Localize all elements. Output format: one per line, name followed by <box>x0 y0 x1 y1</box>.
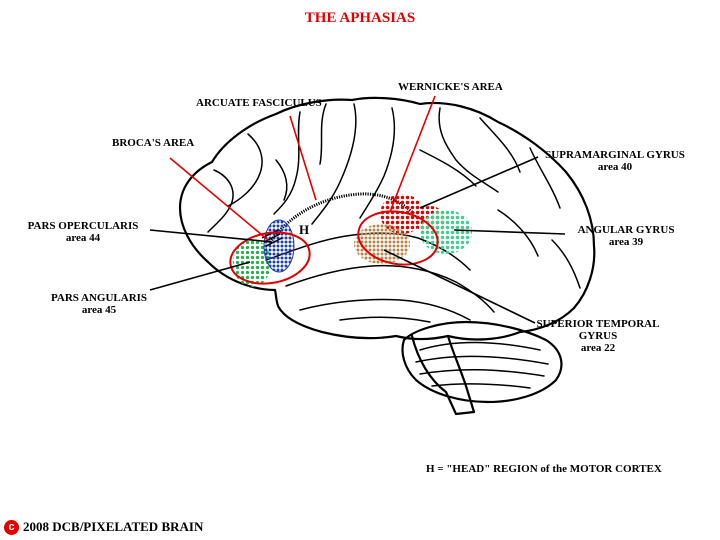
label-arcuate-fasciculus: ARCUATE FASCICULUS <box>196 97 322 109</box>
opercularis-area: area 44 <box>65 232 101 244</box>
callout-superior-temporal <box>383 249 536 324</box>
copyright-text: 2008 DCB/PIXELATED BRAIN <box>23 519 204 534</box>
superior-temporal-region <box>354 224 410 264</box>
copyright: c 2008 DCB/PIXELATED BRAIN <box>4 519 203 535</box>
callout-wernicke <box>389 95 436 213</box>
broca-circle <box>229 231 311 285</box>
angularis-name: PARS ANGULARIS <box>50 292 148 304</box>
callout-opercularis <box>149 229 273 243</box>
copyright-icon: c <box>4 519 19 535</box>
opercularis-name: PARS OPERCULARIS <box>27 220 139 232</box>
superior-temporal-area: area 22 <box>580 342 616 354</box>
pars-angularis-region <box>233 239 271 287</box>
label-pars-opercularis: PARS OPERCULARIS area 44 <box>18 220 148 244</box>
angularis-area: area 45 <box>81 304 117 316</box>
callout-lines <box>149 95 566 324</box>
superior-temporal-name1: SUPERIOR TEMPORAL <box>536 318 660 330</box>
head-region-marker: H <box>299 222 310 237</box>
callout-arcuate <box>289 115 317 201</box>
supramarginal-area: area 40 <box>597 161 633 173</box>
supramarginal-name: SUPRAMARGINAL GYRUS <box>545 149 685 161</box>
callout-angular <box>453 229 566 235</box>
label-superior-temporal-gyrus: SUPERIOR TEMPORAL GYRUS area 22 <box>528 318 668 354</box>
angular-name: ANGULAR GYRUS <box>577 224 675 236</box>
callout-angularis <box>149 261 251 291</box>
label-pars-angularis: PARS ANGULARIS area 45 <box>40 292 158 316</box>
label-broca-area: BROCA'S AREA <box>112 137 195 149</box>
callout-broca <box>169 157 269 241</box>
wernicke-circle <box>357 210 439 266</box>
callout-supramarginal <box>419 156 539 209</box>
brain-sulci <box>207 103 581 389</box>
page-title: THE APHASIAS <box>304 10 416 26</box>
pars-opercularis-region <box>263 219 295 273</box>
label-supramarginal-gyrus: SUPRAMARGINAL GYRUS area 40 <box>540 149 690 173</box>
legend-note: H = "HEAD" REGION of the MOTOR CORTEX <box>426 463 662 475</box>
label-angular-gyrus: ANGULAR GYRUS area 39 <box>567 224 685 248</box>
superior-temporal-name2: GYRUS <box>578 330 618 342</box>
angular-gyrus-region <box>420 210 472 254</box>
angular-area: area 39 <box>608 236 644 248</box>
wernicke-region <box>380 194 424 234</box>
brain-outline <box>178 96 596 416</box>
label-wernicke-area: WERNICKE'S AREA <box>398 81 503 93</box>
